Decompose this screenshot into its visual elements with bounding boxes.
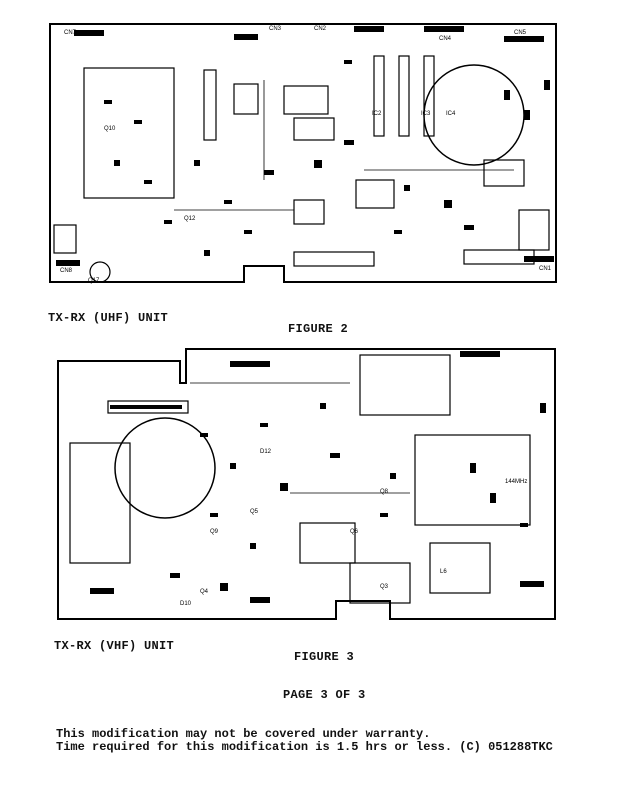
figure-3-label: FIGURE 3	[294, 650, 355, 664]
silk-label: CN3	[269, 26, 282, 32]
silk-label: IC4	[446, 111, 456, 117]
warranty-note: This modification may not be covered und…	[56, 727, 431, 741]
silk-label: Q4	[200, 589, 209, 595]
silk-label: Q5	[250, 509, 259, 515]
silk-label: L6	[440, 569, 447, 575]
silk-label: Q10	[104, 126, 116, 132]
silk-label: CN4	[439, 36, 452, 42]
uhf-unit-label: TX-RX (UHF) UNIT	[48, 311, 169, 325]
silk-label: CN1	[539, 266, 552, 272]
silk-label: CN2	[314, 26, 327, 32]
page-label: PAGE 3 OF 3	[283, 688, 366, 702]
silk-label: IC2	[372, 111, 382, 117]
silk-label: D12	[260, 449, 272, 455]
vhf-unit-label: TX-RX (VHF) UNIT	[54, 639, 175, 653]
silk-label: Q3	[380, 584, 389, 590]
silk-label: Q9	[210, 529, 219, 535]
silk-label: CN8	[60, 268, 73, 274]
silk-label: Q6	[350, 529, 359, 535]
silk-label: Q17	[88, 278, 100, 284]
silk-label: D10	[180, 601, 192, 607]
silk-label: 144MHz	[505, 479, 527, 485]
figure-2-label: FIGURE 2	[288, 322, 349, 336]
silk-label: Q8	[380, 489, 389, 495]
silk-label: CN7	[64, 30, 77, 36]
silk-label: Q12	[184, 216, 196, 222]
silk-label: CN5	[514, 30, 527, 36]
silk-label: IC3	[421, 111, 431, 117]
time-required-note: Time required for this modification is 1…	[56, 740, 553, 754]
